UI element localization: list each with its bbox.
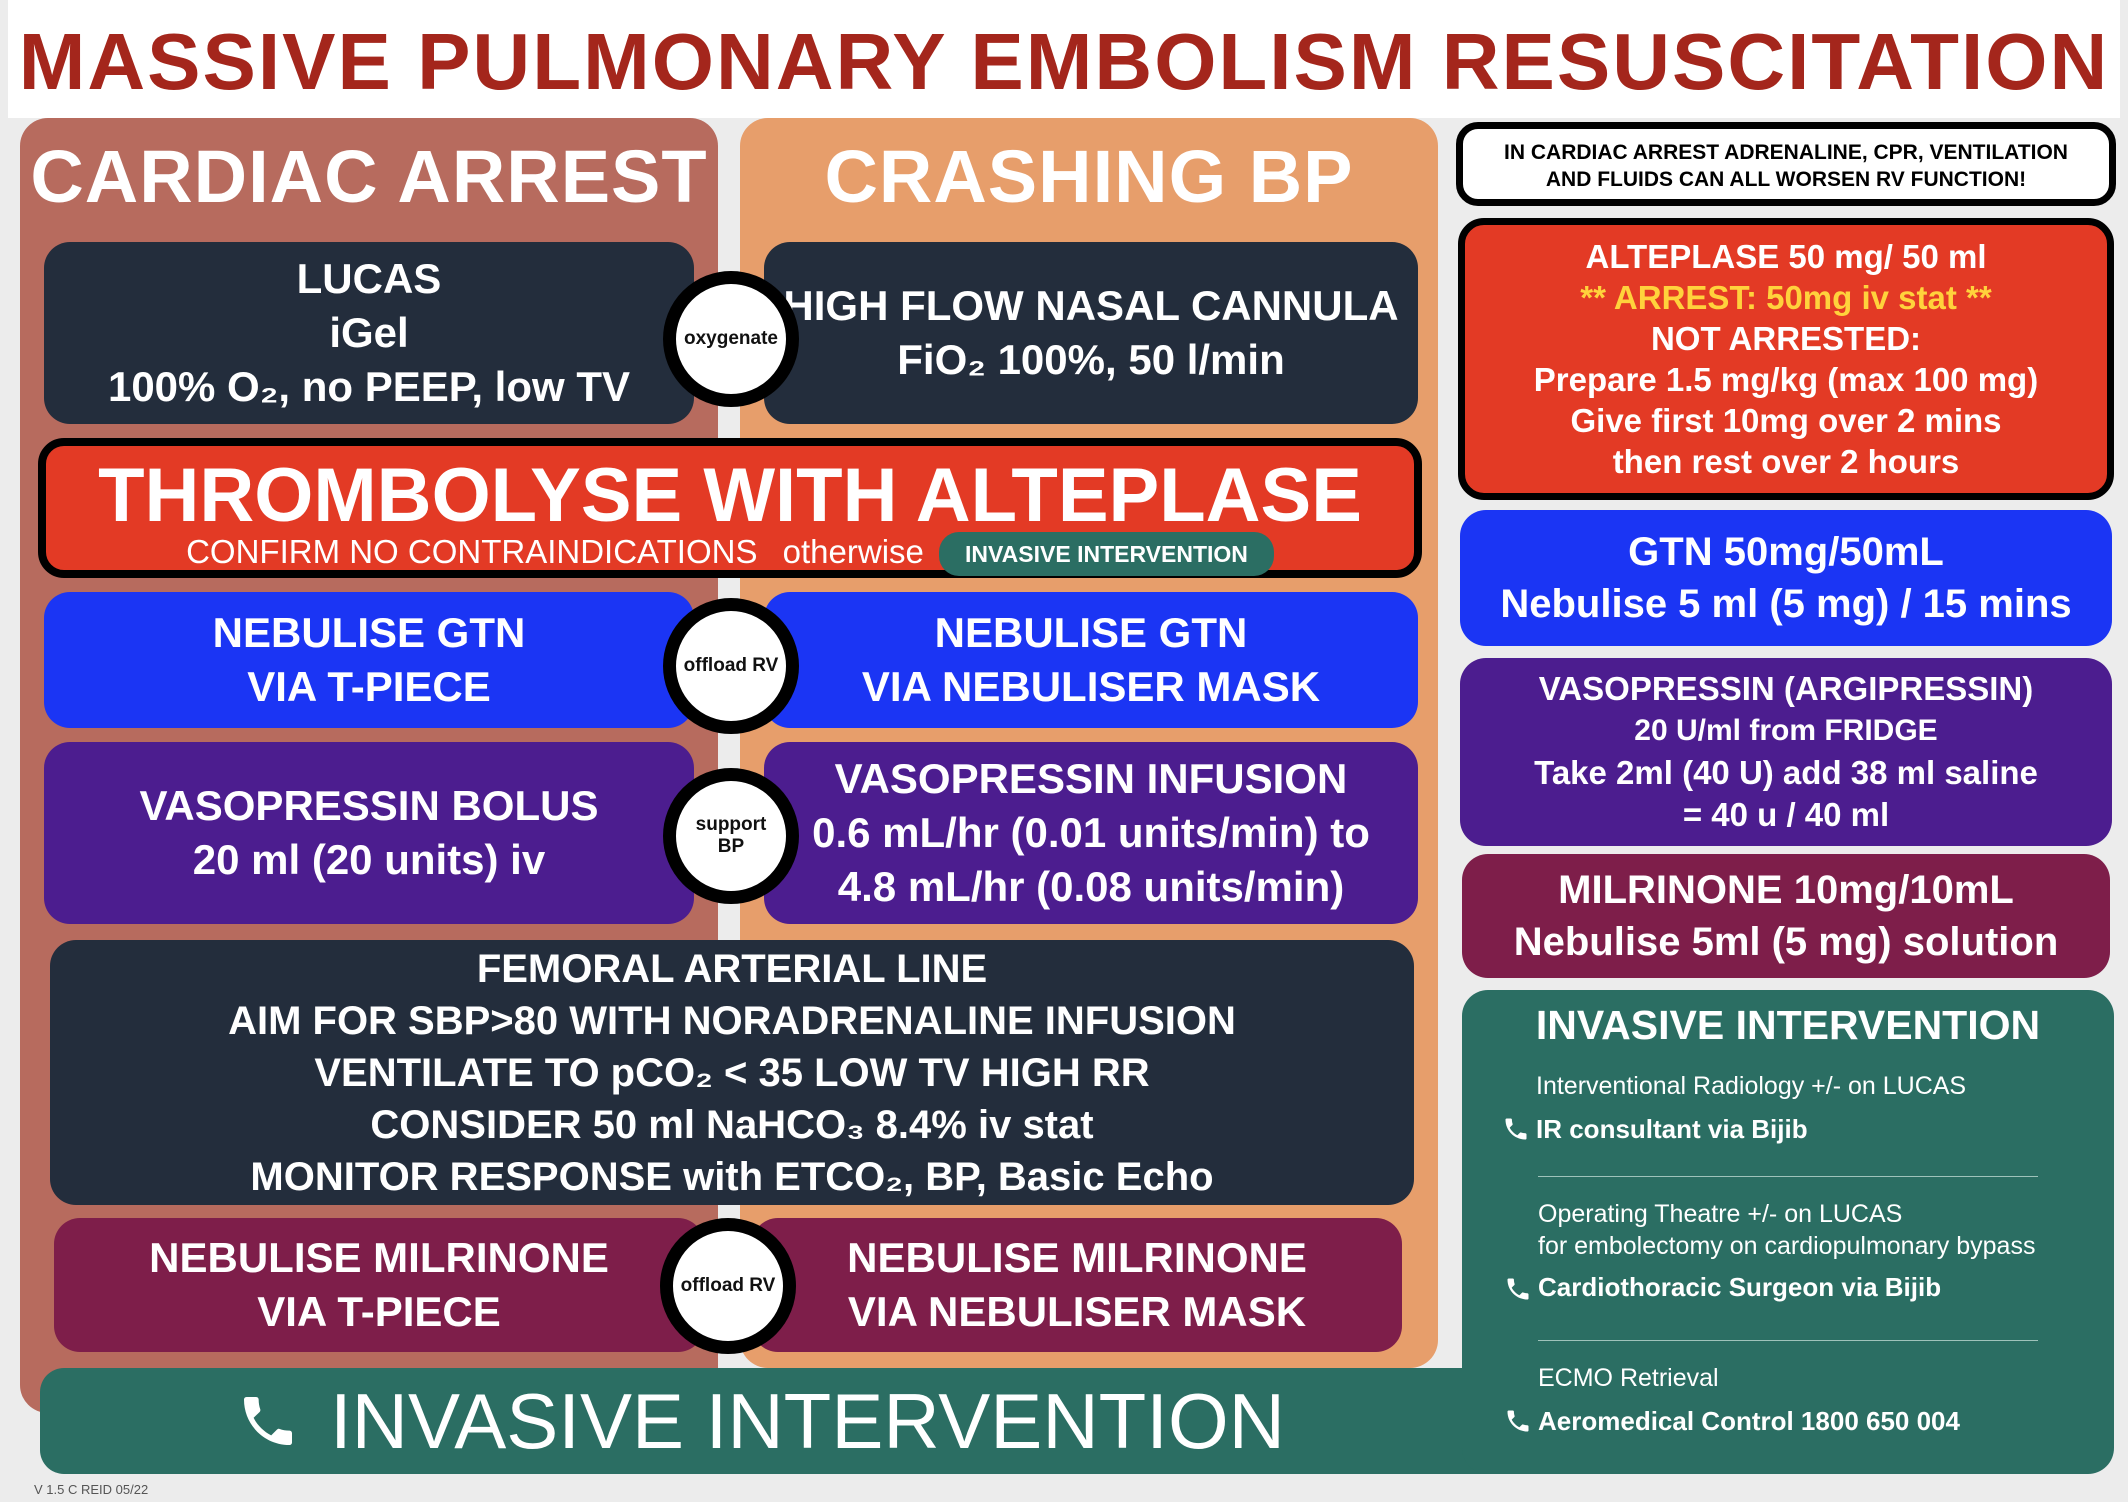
ir-contact-row: IR consultant via Bijib xyxy=(1505,1114,2106,1145)
thrombolyse-title: THROMBOLYSE WITH ALTEPLASE xyxy=(98,453,1362,538)
vasopressin-line3: = 40 u / 40 ml xyxy=(1682,796,1890,833)
crashing-bp-heading: CRASHING BP xyxy=(824,135,1354,218)
phone-icon xyxy=(1507,1410,1529,1432)
airway-cardiac-arrest-box: LUCAS iGel 100% O₂, no PEEP, low TV xyxy=(44,242,694,424)
gtn-nebulise-rate: Nebulise 5 ml (5 mg) / 15 mins xyxy=(1500,582,2072,626)
femoral-line5: MONITOR RESPONSE with ETCO₂, BP, Basic E… xyxy=(250,1154,1214,1199)
vasopressin-title: VASOPRESSIN (ARGIPRESSIN) xyxy=(1538,670,2034,707)
milrinone-right-line2: VIA NEBULISER MASK xyxy=(847,1288,1307,1335)
gtn-concentration: GTN 50mg/50mL xyxy=(1628,530,1944,574)
thrombolyse-subline: CONFIRM NO CONTRAINDICATIONS otherwise I… xyxy=(46,532,1414,577)
fio2-text: FiO₂ 100%, 50 l/min xyxy=(897,336,1285,383)
igel-text: iGel xyxy=(329,309,409,356)
milrinone-concentration: MILRINONE 10mg/10mL xyxy=(1558,868,2014,912)
milrinone-mask-box: NEBULISE MILRINONE VIA NEBULISER MASK xyxy=(752,1218,1402,1352)
theatre-option: Operating Theatre +/- on LUCAS for embol… xyxy=(1507,1198,2108,1303)
femoral-line2: AIM FOR SBP>80 WITH NORADRENALINE INFUSI… xyxy=(228,998,1236,1043)
gtn-left-line1: NEBULISE GTN xyxy=(212,609,526,656)
theatre-contact: Cardiothoracic Surgeon via Bijib xyxy=(1538,1272,1942,1302)
thrombolyse-box: THROMBOLYSE WITH ALTEPLASE CONFIRM NO CO… xyxy=(38,438,1422,578)
milrinone-t-piece-box: NEBULISE MILRINONE VIA T-PIECE xyxy=(54,1218,704,1352)
alteplase-remainder: then rest over 2 hours xyxy=(1612,443,1960,480)
airway-crashing-bp-box: HIGH FLOW NASAL CANNULA FiO₂ 100%, 50 l/… xyxy=(764,242,1418,424)
page-title: MASSIVE PULMONARY EMBOLISM RESUSCITATION xyxy=(18,17,2110,106)
vaso-right-line2: 0.6 mL/hr (0.01 units/min) to xyxy=(812,809,1370,856)
gtn-crashing-bp-box: NEBULISE GTN VIA NEBULISER MASK xyxy=(764,592,1418,728)
divider xyxy=(1538,1176,2038,1177)
ir-option: Interventional Radiology +/- on LUCAS IR… xyxy=(1505,1070,2106,1145)
ecmo-option: ECMO Retrieval Aeromedical Control 1800 … xyxy=(1507,1362,2108,1437)
milrinone-left-line2: VIA T-PIECE xyxy=(257,1288,501,1335)
ecmo-description: ECMO Retrieval xyxy=(1538,1364,1719,1392)
vasopressin-bolus-box: VASOPRESSIN BOLUS 20 ml (20 units) iv xyxy=(44,742,694,924)
milrinone-right-line1: NEBULISE MILRINONE xyxy=(847,1234,1307,1281)
gtn-dosing-box: GTN 50mg/50mL Nebulise 5 ml (5 mg) / 15 … xyxy=(1460,510,2112,646)
femoral-line-box: FEMORAL ARTERIAL LINE AIM FOR SBP>80 WIT… xyxy=(50,940,1414,1205)
version-footer: V 1.5 C REID 05/22 xyxy=(34,1482,149,1497)
gtn-left-line2: VIA T-PIECE xyxy=(247,663,491,710)
vaso-right-line3: 4.8 mL/hr (0.08 units/min) xyxy=(837,863,1345,910)
vasopressin-line2: Take 2ml (40 U) add 38 ml saline xyxy=(1534,754,2038,791)
gtn-right-line2: VIA NEBULISER MASK xyxy=(861,663,1321,710)
divider xyxy=(1538,1340,2038,1341)
theatre-contact-row: Cardiothoracic Surgeon via Bijib xyxy=(1507,1272,2108,1303)
gtn-right-line1: NEBULISE GTN xyxy=(934,609,1248,656)
alteplase-first-dose: Give first 10mg over 2 mins xyxy=(1570,402,2002,439)
femoral-line1: FEMORAL ARTERIAL LINE xyxy=(476,946,988,991)
alteplase-prepare: Prepare 1.5 mg/kg (max 100 mg) xyxy=(1533,361,2039,398)
header-background xyxy=(8,0,2120,118)
theatre-description-line2: for embolectomy on cardiopulmonary bypas… xyxy=(1538,1232,2036,1260)
warning-box: IN CARDIAC ARREST ADRENALINE, CPR, VENTI… xyxy=(1456,122,2116,206)
gtn-cardiac-arrest-box: NEBULISE GTN VIA T-PIECE xyxy=(44,592,694,728)
hfnc-text: HIGH FLOW NASAL CANNULA xyxy=(783,282,1399,329)
milrinone-left-line1: NEBULISE MILRINONE xyxy=(149,1234,609,1281)
cardiac-arrest-heading: CARDIAC ARREST xyxy=(30,135,708,218)
femoral-line4: CONSIDER 50 ml NaHCO₃ 8.4% iv stat xyxy=(370,1102,1094,1147)
warning-line1: IN CARDIAC ARREST ADRENALINE, CPR, VENTI… xyxy=(1504,141,2068,164)
ecmo-contact: Aeromedical Control 1800 650 004 xyxy=(1538,1406,1960,1436)
milrinone-dosing-box: MILRINONE 10mg/10mL Nebulise 5ml (5 mg) … xyxy=(1462,854,2110,978)
ir-contact: IR consultant via Bijib xyxy=(1536,1114,1808,1144)
invasive-intervention-banner-label: INVASIVE INTERVENTION xyxy=(330,1377,1285,1465)
vaso-left-line1: VASOPRESSIN BOLUS xyxy=(139,782,599,829)
ecmo-contact-row: Aeromedical Control 1800 650 004 xyxy=(1507,1406,2108,1437)
vasopressin-infusion-box: VASOPRESSIN INFUSION 0.6 mL/hr (0.01 uni… xyxy=(764,742,1418,924)
offload-rv-circle-gtn: offload RV xyxy=(663,598,799,734)
alteplase-concentration: ALTEPLASE 50 mg/ 50 ml xyxy=(1585,238,1987,275)
contraindications-text: CONFIRM NO CONTRAINDICATIONS xyxy=(186,533,758,570)
oxygen-settings-text: 100% O₂, no PEEP, low TV xyxy=(107,363,631,410)
vaso-left-line2: 20 ml (20 units) iv xyxy=(192,836,546,883)
vasopressin-dosing-box: VASOPRESSIN (ARGIPRESSIN) 20 U/ml from F… xyxy=(1460,658,2112,846)
vaso-right-line1: VASOPRESSIN INFUSION xyxy=(834,755,1348,802)
femoral-line3: VENTILATE TO pCO₂ < 35 LOW TV HIGH RR xyxy=(314,1050,1150,1095)
theatre-description-line1: Operating Theatre +/- on LUCAS xyxy=(1538,1200,1903,1228)
milrinone-nebulise: Nebulise 5ml (5 mg) solution xyxy=(1513,920,2059,964)
oxygenate-circle: oxygenate xyxy=(663,271,799,407)
invasive-panel-title: INVASIVE INTERVENTION xyxy=(1535,1002,2041,1048)
alteplase-not-arrested: NOT ARRESTED: xyxy=(1650,320,1922,357)
support-bp-circle: support BP xyxy=(663,768,799,904)
alteplase-dosing-box: ALTEPLASE 50 mg/ 50 ml ** ARREST: 50mg i… xyxy=(1458,218,2114,500)
phone-icon xyxy=(236,1386,300,1461)
vasopressin-line1: 20 U/ml from FRIDGE xyxy=(1634,714,1938,747)
warning-line2: AND FLUIDS CAN ALL WORSEN RV FUNCTION! xyxy=(1545,168,2027,191)
otherwise-text: otherwise xyxy=(782,533,924,570)
invasive-intervention-pill: INVASIVE INTERVENTION xyxy=(939,532,1274,577)
invasive-intervention-banner: INVASIVE INTERVENTION xyxy=(40,1368,1540,1474)
alteplase-arrest-dose: ** ARREST: 50mg iv stat ** xyxy=(1580,279,1992,316)
invasive-intervention-panel: INVASIVE INTERVENTION Interventional Rad… xyxy=(1462,990,2114,1474)
phone-icon xyxy=(1505,1118,1527,1140)
ir-description: Interventional Radiology +/- on LUCAS xyxy=(1536,1072,1967,1100)
lucas-text: LUCAS xyxy=(296,255,442,302)
offload-rv-circle-milrinone: offload RV xyxy=(660,1218,796,1354)
phone-icon xyxy=(1507,1278,1529,1300)
